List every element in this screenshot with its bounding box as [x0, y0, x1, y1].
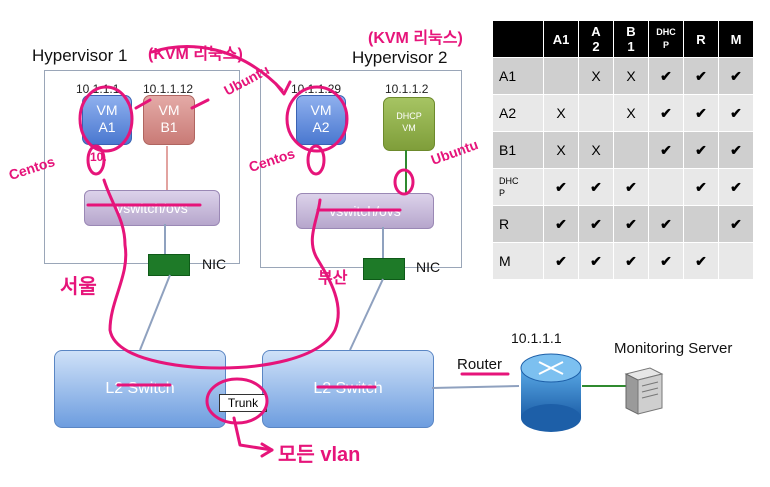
- annotation-busan: 부산: [318, 270, 348, 287]
- matrix-col-b1: B 1: [613, 20, 649, 58]
- matrix-cell: ✔: [683, 242, 719, 280]
- l2-switch-right[interactable]: L2 Switch: [262, 350, 434, 428]
- matrix-col-dhcp: DHC P: [648, 20, 684, 58]
- matrix-row-label: A1: [492, 57, 544, 95]
- matrix-row: A1 X X ✔ ✔ ✔: [492, 57, 754, 95]
- matrix-cell: ✔: [683, 94, 719, 132]
- matrix-cell: X: [578, 131, 614, 169]
- matrix-cell: ✔: [718, 94, 754, 132]
- dhcp-vm[interactable]: DHCP VM: [383, 97, 435, 151]
- l2-switch-left[interactable]: L2 Switch: [54, 350, 226, 428]
- matrix-cell: ✔: [613, 168, 649, 206]
- matrix-cell: [718, 242, 754, 280]
- matrix-cell: [578, 94, 614, 132]
- matrix-cell: X: [613, 94, 649, 132]
- matrix-cell: ✔: [683, 57, 719, 95]
- matrix-row-label: M: [492, 242, 544, 280]
- vm-b1-line1: VM: [158, 102, 180, 118]
- hypervisor2-title: Hypervisor 2: [352, 48, 448, 67]
- matrix-cell: ✔: [578, 205, 614, 243]
- vm-a1-line2: A1: [98, 119, 116, 135]
- nic2: [363, 258, 405, 280]
- nic1-label: NIC: [202, 256, 227, 272]
- matrix-row: A2 X X ✔ ✔ ✔: [492, 94, 754, 132]
- connectivity-matrix: A1 A 2 B 1 DHC P R M A1 X X ✔ ✔ ✔ A2 X X…: [492, 20, 754, 280]
- matrix-cell: ✔: [718, 131, 754, 169]
- matrix-cell: ✔: [543, 205, 579, 243]
- matrix-cell: ✔: [578, 168, 614, 206]
- vm-b1-line2: B1: [160, 119, 178, 135]
- matrix-cell: ✔: [718, 57, 754, 95]
- matrix-row: DHC P ✔ ✔ ✔ ✔ ✔: [492, 168, 754, 206]
- matrix-cell: ✔: [613, 242, 649, 280]
- matrix-cell: X: [578, 57, 614, 95]
- dhcp-vm-line1: DHCP: [396, 111, 422, 121]
- matrix-cell: ✔: [648, 57, 684, 95]
- trunk-label: Trunk: [219, 394, 267, 412]
- vm-a2-line1: VM: [310, 102, 332, 118]
- matrix-cell: ✔: [613, 205, 649, 243]
- annotation-seoul: 서울: [60, 276, 97, 298]
- matrix-cell: ✔: [648, 94, 684, 132]
- vm-b1-ip: 10.1.1.12: [143, 82, 194, 96]
- annotation-kvm-right: (KVM 리눅스): [368, 30, 463, 47]
- dhcp-vm-line2: VM: [402, 123, 416, 133]
- matrix-row: R ✔ ✔ ✔ ✔ ✔: [492, 205, 754, 243]
- vm-a2-line2: A2: [312, 119, 330, 135]
- matrix-cell: ✔: [718, 168, 754, 206]
- matrix-cell: ✔: [578, 242, 614, 280]
- matrix-cell: X: [613, 57, 649, 95]
- nic2-label: NIC: [416, 259, 441, 275]
- annotation-ten-ip: 10.: [90, 150, 107, 164]
- matrix-row: B1 X X ✔ ✔ ✔: [492, 131, 754, 169]
- matrix-cell: [648, 168, 684, 206]
- monitoring-server-label: Monitoring Server: [614, 340, 733, 357]
- matrix-cell: X: [543, 131, 579, 169]
- vm-a2-ip: 10.1.1.29: [291, 82, 342, 96]
- hypervisor1-box: [44, 70, 240, 264]
- hypervisor1-title: Hypervisor 1: [32, 46, 128, 65]
- matrix-row-label: DHC P: [492, 168, 544, 206]
- matrix-corner: [492, 20, 544, 58]
- server-icon[interactable]: [622, 364, 666, 416]
- matrix-row-label: R: [492, 205, 544, 243]
- router-icon[interactable]: [519, 352, 583, 434]
- router-label: Router: [457, 356, 503, 373]
- dhcp-vm-ip: 10.1.1.2: [385, 82, 429, 96]
- matrix-cell: ✔: [543, 168, 579, 206]
- vm-b1[interactable]: VM B1: [143, 95, 195, 145]
- matrix-row: M ✔ ✔ ✔ ✔ ✔: [492, 242, 754, 280]
- vm-a1-line1: VM: [96, 102, 118, 118]
- matrix-cell: [683, 205, 719, 243]
- vm-a2[interactable]: VM A2: [296, 95, 346, 145]
- matrix-row-label: A2: [492, 94, 544, 132]
- matrix-col-a1: A1: [543, 20, 579, 58]
- matrix-cell: ✔: [543, 242, 579, 280]
- matrix-col-m: M: [718, 20, 754, 58]
- annotation-all-vlan: 모든 vlan: [278, 444, 361, 466]
- annotation-kvm-left: (KVM 리눅스): [148, 46, 243, 63]
- router-ip: 10.1.1.1: [511, 330, 562, 346]
- matrix-row-label: B1: [492, 131, 544, 169]
- matrix-cell: ✔: [718, 205, 754, 243]
- matrix-cell: ✔: [648, 242, 684, 280]
